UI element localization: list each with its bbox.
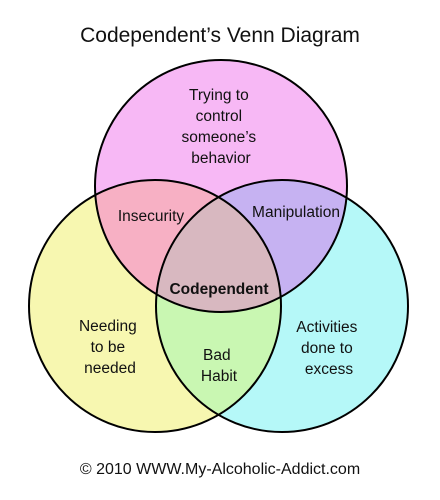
label-top: Trying to control someone’s behavior: [182, 87, 261, 167]
copyright-text: © 2010 WWW.My-Alcoholic-Addict.com: [79, 461, 361, 478]
label-top-right: Manipulation: [252, 204, 340, 221]
diagram-title: Codependent’s Venn Diagram: [80, 24, 360, 47]
overlap-center: [156, 180, 281, 312]
label-bottom: Bad Habit: [201, 347, 238, 385]
circle-right-outline: [155, 179, 409, 433]
label-center: Codependent: [169, 281, 268, 298]
label-left: Needing to be needed: [79, 318, 141, 377]
label-right: Activities done to excess: [296, 319, 361, 378]
label-top-left: Insecurity: [118, 208, 185, 225]
circle-top-outline: [94, 59, 348, 313]
circle-left-outline: [28, 179, 282, 433]
